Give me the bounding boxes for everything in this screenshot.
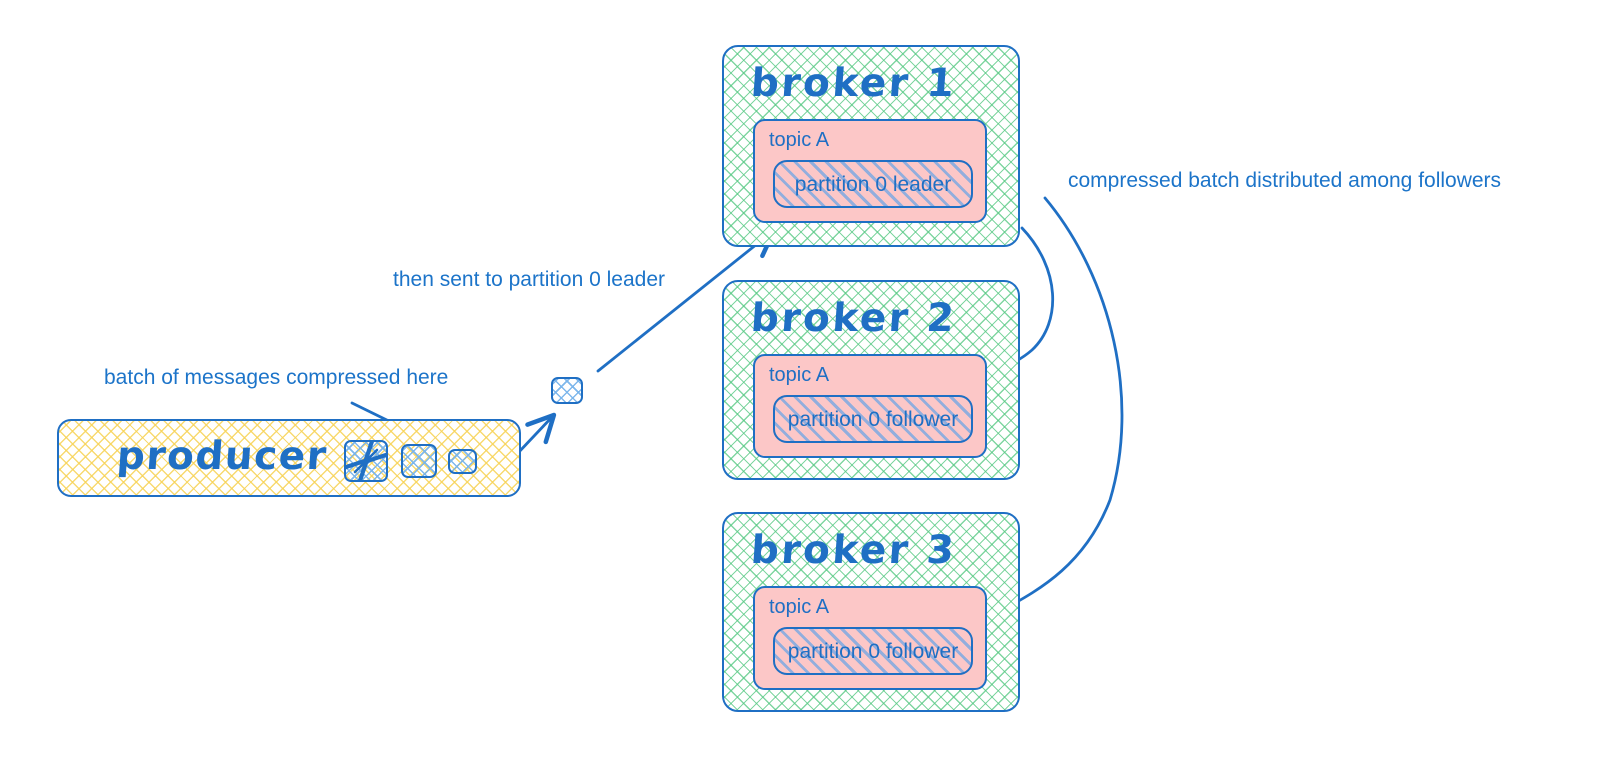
broker-box-3[interactable]: broker 3 topic A partition 0 follower bbox=[722, 512, 1020, 712]
partition-label-2: partition 0 follower bbox=[787, 408, 959, 431]
broker-box-1[interactable]: broker 1 topic A partition 0 leader bbox=[722, 45, 1020, 247]
broker-title-2: broker 2 bbox=[749, 296, 958, 341]
topic-label-1: topic A bbox=[769, 129, 830, 151]
partition-label-1: partition 0 leader bbox=[794, 173, 952, 196]
broker-box-2[interactable]: broker 2 topic A partition 0 follower bbox=[722, 280, 1020, 480]
broker-title-1: broker 1 bbox=[749, 61, 958, 106]
topic-box-2[interactable]: topic A partition 0 follower bbox=[753, 354, 987, 458]
topic-label-2: topic A bbox=[769, 364, 830, 386]
producer-box[interactable]: producer bbox=[57, 419, 521, 497]
annotation-distributed-among-followers: compressed batch distributed among follo… bbox=[1068, 169, 1502, 192]
topic-box-3[interactable]: topic A partition 0 follower bbox=[753, 586, 987, 690]
annotation-sent-to-leader: then sent to partition 0 leader bbox=[393, 268, 666, 291]
partition-box-3[interactable]: partition 0 follower bbox=[773, 627, 973, 675]
compressed-batch-box[interactable] bbox=[551, 377, 583, 404]
message-box-small[interactable] bbox=[448, 449, 477, 474]
message-box-medium[interactable] bbox=[401, 444, 437, 478]
producer-label: producer bbox=[115, 434, 330, 479]
topic-box-1[interactable]: topic A partition 0 leader bbox=[753, 119, 987, 223]
partition-label-3: partition 0 follower bbox=[787, 640, 959, 663]
compress-icon bbox=[339, 434, 393, 488]
broker-title-3: broker 3 bbox=[749, 528, 958, 573]
message-box-large[interactable] bbox=[339, 434, 393, 488]
topic-label-3: topic A bbox=[769, 596, 830, 618]
partition-box-1[interactable]: partition 0 leader bbox=[773, 160, 973, 208]
partition-box-2[interactable]: partition 0 follower bbox=[773, 395, 973, 443]
annotation-batch-compressed: batch of messages compressed here bbox=[104, 366, 449, 389]
